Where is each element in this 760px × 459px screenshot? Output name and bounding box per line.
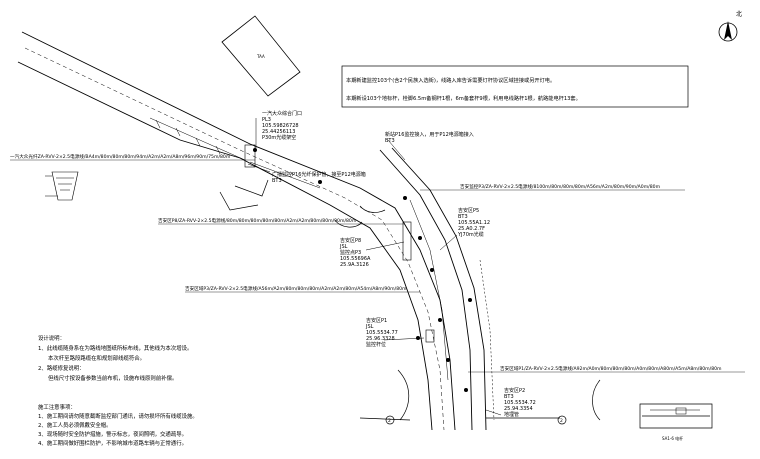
construction-notes-heading: 施工注意事项：: [38, 405, 76, 411]
construction-notes: 施工注意事项： 1、施工期间请勿随意截断监控部门通讯，请勿损坏所有线缆设施。 2…: [38, 404, 198, 449]
building-block: [221, 15, 301, 97]
equipment-cabinet-2: [402, 221, 412, 261]
cable-label-lower-right-group: 吉安区域P1/ZA-RVV-2×2.5电源线/A92m/A0m/80m/80m/…: [468, 365, 745, 373]
cable-route-ticks: [149, 117, 495, 421]
callout-upper-right: 新站P16监控接入，用于P12电源箱接入 BT3: [385, 132, 474, 144]
pole-foundation-detail: [45, 171, 79, 201]
cable-label-upper-right-group: 吉安监控P3/ZA-RVV-2×2.5电源线/8100m/80m/80m/80m…: [420, 183, 685, 191]
notes-line-2: 本期新设103个地标杆，栓脚6.5m备钢杆1根，6m备套杆9根，利用电线路杆1根…: [346, 94, 581, 102]
pole-markers: [253, 148, 472, 392]
equipment-cabinet-3: [425, 329, 435, 343]
svg-text:2: 2: [388, 418, 391, 424]
svg-text:2: 2: [560, 418, 563, 424]
design-note-1: 1、此线缆随身系在为路线地图纸所标布线，其他线为本次增设。: [38, 346, 193, 352]
callout-top-pole: 一汽大众综合门口 PL3 105.59826728 25.44256113 P3…: [262, 111, 303, 141]
construction-note-1: 1、施工期间请勿随意截断监控部门通讯，请勿损坏所有线缆设施。: [38, 414, 198, 420]
notes-box: [341, 65, 689, 108]
design-note-2: 本次杆至路段路缆在和规划部线缆符合。: [48, 356, 146, 362]
section-detail: [650, 407, 700, 415]
north-arrow-icon: [718, 21, 738, 42]
callout-leaders: [247, 118, 502, 416]
building-label: TAA: [256, 54, 265, 59]
notes-line-1: 本期新建监控103个(含2个民族入选街)，线路入库告诉需要灯杆协议区域挂接或另开…: [346, 76, 555, 84]
design-notes: 设计说明： 1、此线缆随身系在为路线地图纸所标布线，其他线为本次增设。 本次杆至…: [38, 334, 192, 384]
equipment-cabinet: [244, 144, 256, 168]
design-note-3: 2、路缆修复说明：: [38, 366, 85, 372]
callout-mid-pole: 广播监控P16光纤保护管，接至P12电源箱 BT3: [272, 172, 366, 184]
side-street: [219, 179, 713, 429]
callout-bottom-right: 吉安区P2 BT3 105.5534.72 25.94.3354 地埋管: [504, 388, 536, 418]
cable-label-left: 一汽大众光纤ZA-RVV-2×2.5电源线/BA4m/80m/80m/80m/9…: [10, 153, 231, 160]
cable-label-upper-right: 吉安监控P3/ZA-RVV-2×2.5电源线/8100m/80m/80m/80m…: [460, 183, 661, 190]
callout-right-pole: 吉安区P5 BT3 105.55A1.12 25.A0.2.7F YJ70m光缆: [458, 208, 491, 238]
design-note-4: 但线尺寸按设备参数当前布机，设施布线原则前补偿。: [48, 376, 178, 382]
callout-bottom-pole: 吉安区P1 JSL 105.5534.77 25.96.3328 监控杆位: [366, 318, 398, 348]
design-notes-heading: 设计说明：: [38, 336, 65, 342]
section-mark: 2 2: [385, 415, 567, 425]
construction-note-4: 4、施工期间做好围栏防护，不影响城市道路车辆与正常通行。: [38, 441, 187, 447]
cable-label-mid: 吉安区P8/ZA-RVV-2×2.5电源线/80m/80m/80m/80m/80…: [158, 217, 357, 224]
construction-note-3: 3、现场随时安全防护措施，警示标志，夜间照明，交通疏导。: [38, 432, 187, 438]
section-detail-caption: SA1-6 电杆: [662, 435, 683, 441]
cable-label-lower-left: 吉安区域P3/ZA-RVV-2×2.5电源线/A56m/A2m/80m/80m/…: [185, 285, 407, 292]
north-label: 北: [736, 10, 742, 18]
construction-note-2: 2、施工人员必须佩戴安全帽。: [38, 423, 112, 429]
cable-label-mid-group: 吉安区P8/ZA-RVV-2×2.5电源线/80m/80m/80m/80m/80…: [158, 217, 405, 225]
cable-label-left-group: 一汽大众光纤ZA-RVV-2×2.5电源线/BA4m/80m/80m/80m/9…: [10, 153, 255, 161]
cable-label-lower-left-group: 吉安区域P3/ZA-RVV-2×2.5电源线/A56m/A2m/80m/80m/…: [185, 285, 420, 293]
callout-left-pole: 吉安区P8 JSL 监控点P3 105.55696A 25.9A.3126: [340, 238, 371, 268]
cable-label-lower-right: 吉安区域P1/ZA-RVV-2×2.5电源线/A92m/A0m/80m/80m/…: [500, 365, 722, 372]
